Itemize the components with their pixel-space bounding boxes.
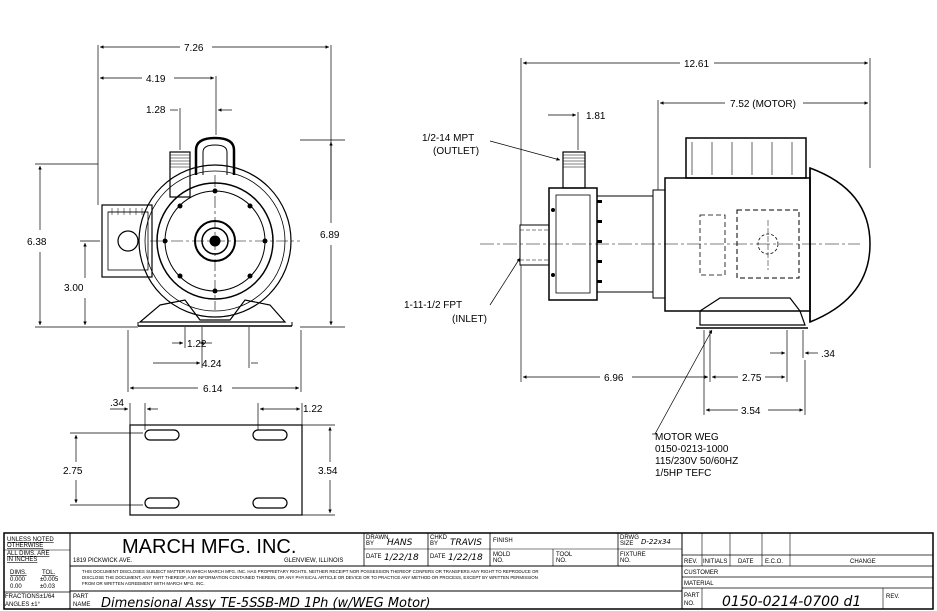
fixture-label-2: NO. [620, 558, 631, 564]
dim-to-outlet: 4.19 [146, 74, 166, 85]
dim-foot-2: 4.24 [202, 359, 222, 370]
dim-motor-length: 7.52 (MOTOR) [730, 99, 796, 110]
dim-center-height: 3.00 [64, 283, 84, 294]
side-view-dim-text: 12.61 7.52 (MOTOR) 1.81 .34 6.96 2.75 3.… [586, 59, 835, 417]
front-view-dimensions [35, 45, 345, 392]
disclaimer-line-3: FROM OR WRITTEN AGREEMENT WITH MARCH MFG… [82, 581, 205, 586]
fixture-label-1: FIXTURE [620, 552, 646, 558]
dim-foot-spacing: 2.75 [742, 373, 762, 384]
chkd-date-value: 1/22/18 [448, 553, 483, 563]
chkd-by-value: TRAVIS [450, 538, 482, 548]
dim-to-foot: 6.96 [604, 373, 624, 384]
tol-angles: ANGLES ±1° [5, 602, 41, 608]
outlet-label-line-1: 1/2-14 MPT [422, 133, 474, 144]
part-name-value: Dimensional Assy TE-5SSB-MD 1Ph (w/WEG M… [101, 596, 430, 611]
tol-header-tol: TOL. [42, 570, 56, 576]
unless-noted-1: UNLESS NOTED [7, 537, 54, 543]
rev-header-date: DATE [738, 559, 754, 565]
drawn-by-value: HANS [387, 538, 413, 548]
finish-label: FINISH [493, 538, 513, 544]
dim-height-left: 6.38 [27, 237, 47, 248]
tol-row-1-tol: ±0.005 [40, 577, 59, 583]
chkd-date-label: DATE [430, 554, 446, 560]
dim-outlet-offset: 1.28 [146, 105, 166, 116]
part-no-value: 0150-0214-0700 d1 [722, 594, 861, 610]
drwg-size-value: D-22x34 [641, 538, 671, 546]
side-view [480, 137, 871, 329]
tool-label-2: NO. [556, 558, 567, 564]
tol-row-1-dim: 0.000 [10, 577, 26, 583]
company-city: GLENVIEW, ILLINOIS [284, 558, 343, 564]
tol-row-2-dim: 0.00 [10, 584, 22, 590]
drwg-size-label-2: SIZE [620, 541, 633, 547]
outlet-label-line-2: (OUTLET) [433, 146, 479, 157]
dim-base-width-right: 3.54 [318, 466, 338, 477]
tol-row-2-tol: ±0.03 [40, 584, 56, 590]
chkd-by-label-1: CHKD [430, 535, 448, 541]
mold-label-1: MOLD [493, 552, 511, 558]
dim-side-outlet-offset: 1.81 [586, 111, 606, 122]
title-block-text: UNLESS NOTED OTHERWISE ALL DIMS. ARE IN … [5, 535, 900, 611]
company-address: 1819 PICKWICK AVE. [73, 558, 133, 564]
tol-header-dims: DIMS. [10, 570, 27, 576]
dim-base-width-left: 2.75 [63, 466, 83, 477]
motor-note-line-3: 115/230V 50/60HZ [655, 456, 738, 467]
drwg-size-label-1: DRWG [620, 535, 639, 541]
drawn-date-value: 1/22/18 [384, 553, 419, 563]
motor-note-line-2: 0150-0213-1000 [655, 444, 729, 455]
inlet-label-line-2: (INLET) [452, 314, 487, 325]
side-view-notes: 1/2-14 MPT (OUTLET) 1-11-1/2 FPT (INLET)… [404, 133, 738, 479]
base-view-dimensions [70, 403, 335, 516]
unless-noted-4: IN INCHES [7, 557, 37, 563]
drawn-date-label: DATE [366, 554, 382, 560]
motor-note-line-1: MOTOR WEG [655, 432, 719, 443]
dim-height-right: 6.89 [320, 230, 340, 241]
dim-base-slot: .34 [110, 398, 124, 409]
base-view [129, 424, 303, 516]
company-name: MARCH MFG. INC. [122, 536, 296, 558]
motor-note-line-4: 1/5HP TEFC [655, 468, 711, 479]
base-view-dim-text: .34 1.22 2.75 3.54 [63, 398, 338, 477]
front-view-dim-text: 7.26 4.19 1.28 6.38 6.89 3.00 1.22 4.24 … [27, 43, 340, 395]
part-name-label-1: PART [73, 594, 89, 600]
chkd-by-label-2: BY [430, 541, 438, 547]
disclaimer-line-1: THIS DOCUMENT DISCLOSES SUBJECT MATTER I… [82, 569, 539, 574]
unless-noted-3: ALL DIMS. ARE [7, 551, 49, 557]
mold-label-2: NO. [493, 558, 504, 564]
unless-noted-2: OTHERWISE [7, 543, 43, 549]
dim-foot-1: 1.22 [187, 339, 207, 350]
rev-header-change: CHANGE [850, 559, 876, 565]
drawn-by-label-2: BY [366, 541, 374, 547]
side-view-dimensions [489, 58, 871, 435]
title-block [3, 532, 934, 610]
rev-header-rev: REV. [684, 559, 698, 565]
drawn-by-label-1: DRAWN [366, 535, 388, 541]
dim-base-width: 6.14 [203, 384, 223, 395]
tool-label-1: TOOL [556, 552, 573, 558]
rev-header-initials: INITIALS [703, 559, 727, 565]
rev-label: REV. [886, 594, 900, 600]
rev-header-eco: E.C.O. [765, 559, 783, 565]
dim-side-slot: .34 [821, 349, 835, 360]
dim-base-length: 3.54 [741, 406, 761, 417]
tol-fractions: FRACTIONS±1/64 [5, 594, 55, 600]
front-view [101, 136, 300, 327]
dim-base-slot-edge: 1.22 [303, 404, 323, 415]
part-name-label-2: NAME [73, 602, 90, 608]
part-no-label-2: NO. [684, 601, 695, 607]
dim-overall-width: 7.26 [184, 43, 204, 54]
inlet-label-line-1: 1-11-1/2 FPT [404, 300, 462, 311]
customer-label: CUSTOMER [684, 570, 719, 576]
dim-overall-length: 12.61 [684, 59, 709, 70]
material-label: MATERIAL [684, 581, 714, 587]
part-no-label-1: PART [684, 593, 700, 599]
disclaimer-line-2: DISCLOSE THE DOCUMENT, ANY PART THEREOF,… [82, 575, 538, 580]
